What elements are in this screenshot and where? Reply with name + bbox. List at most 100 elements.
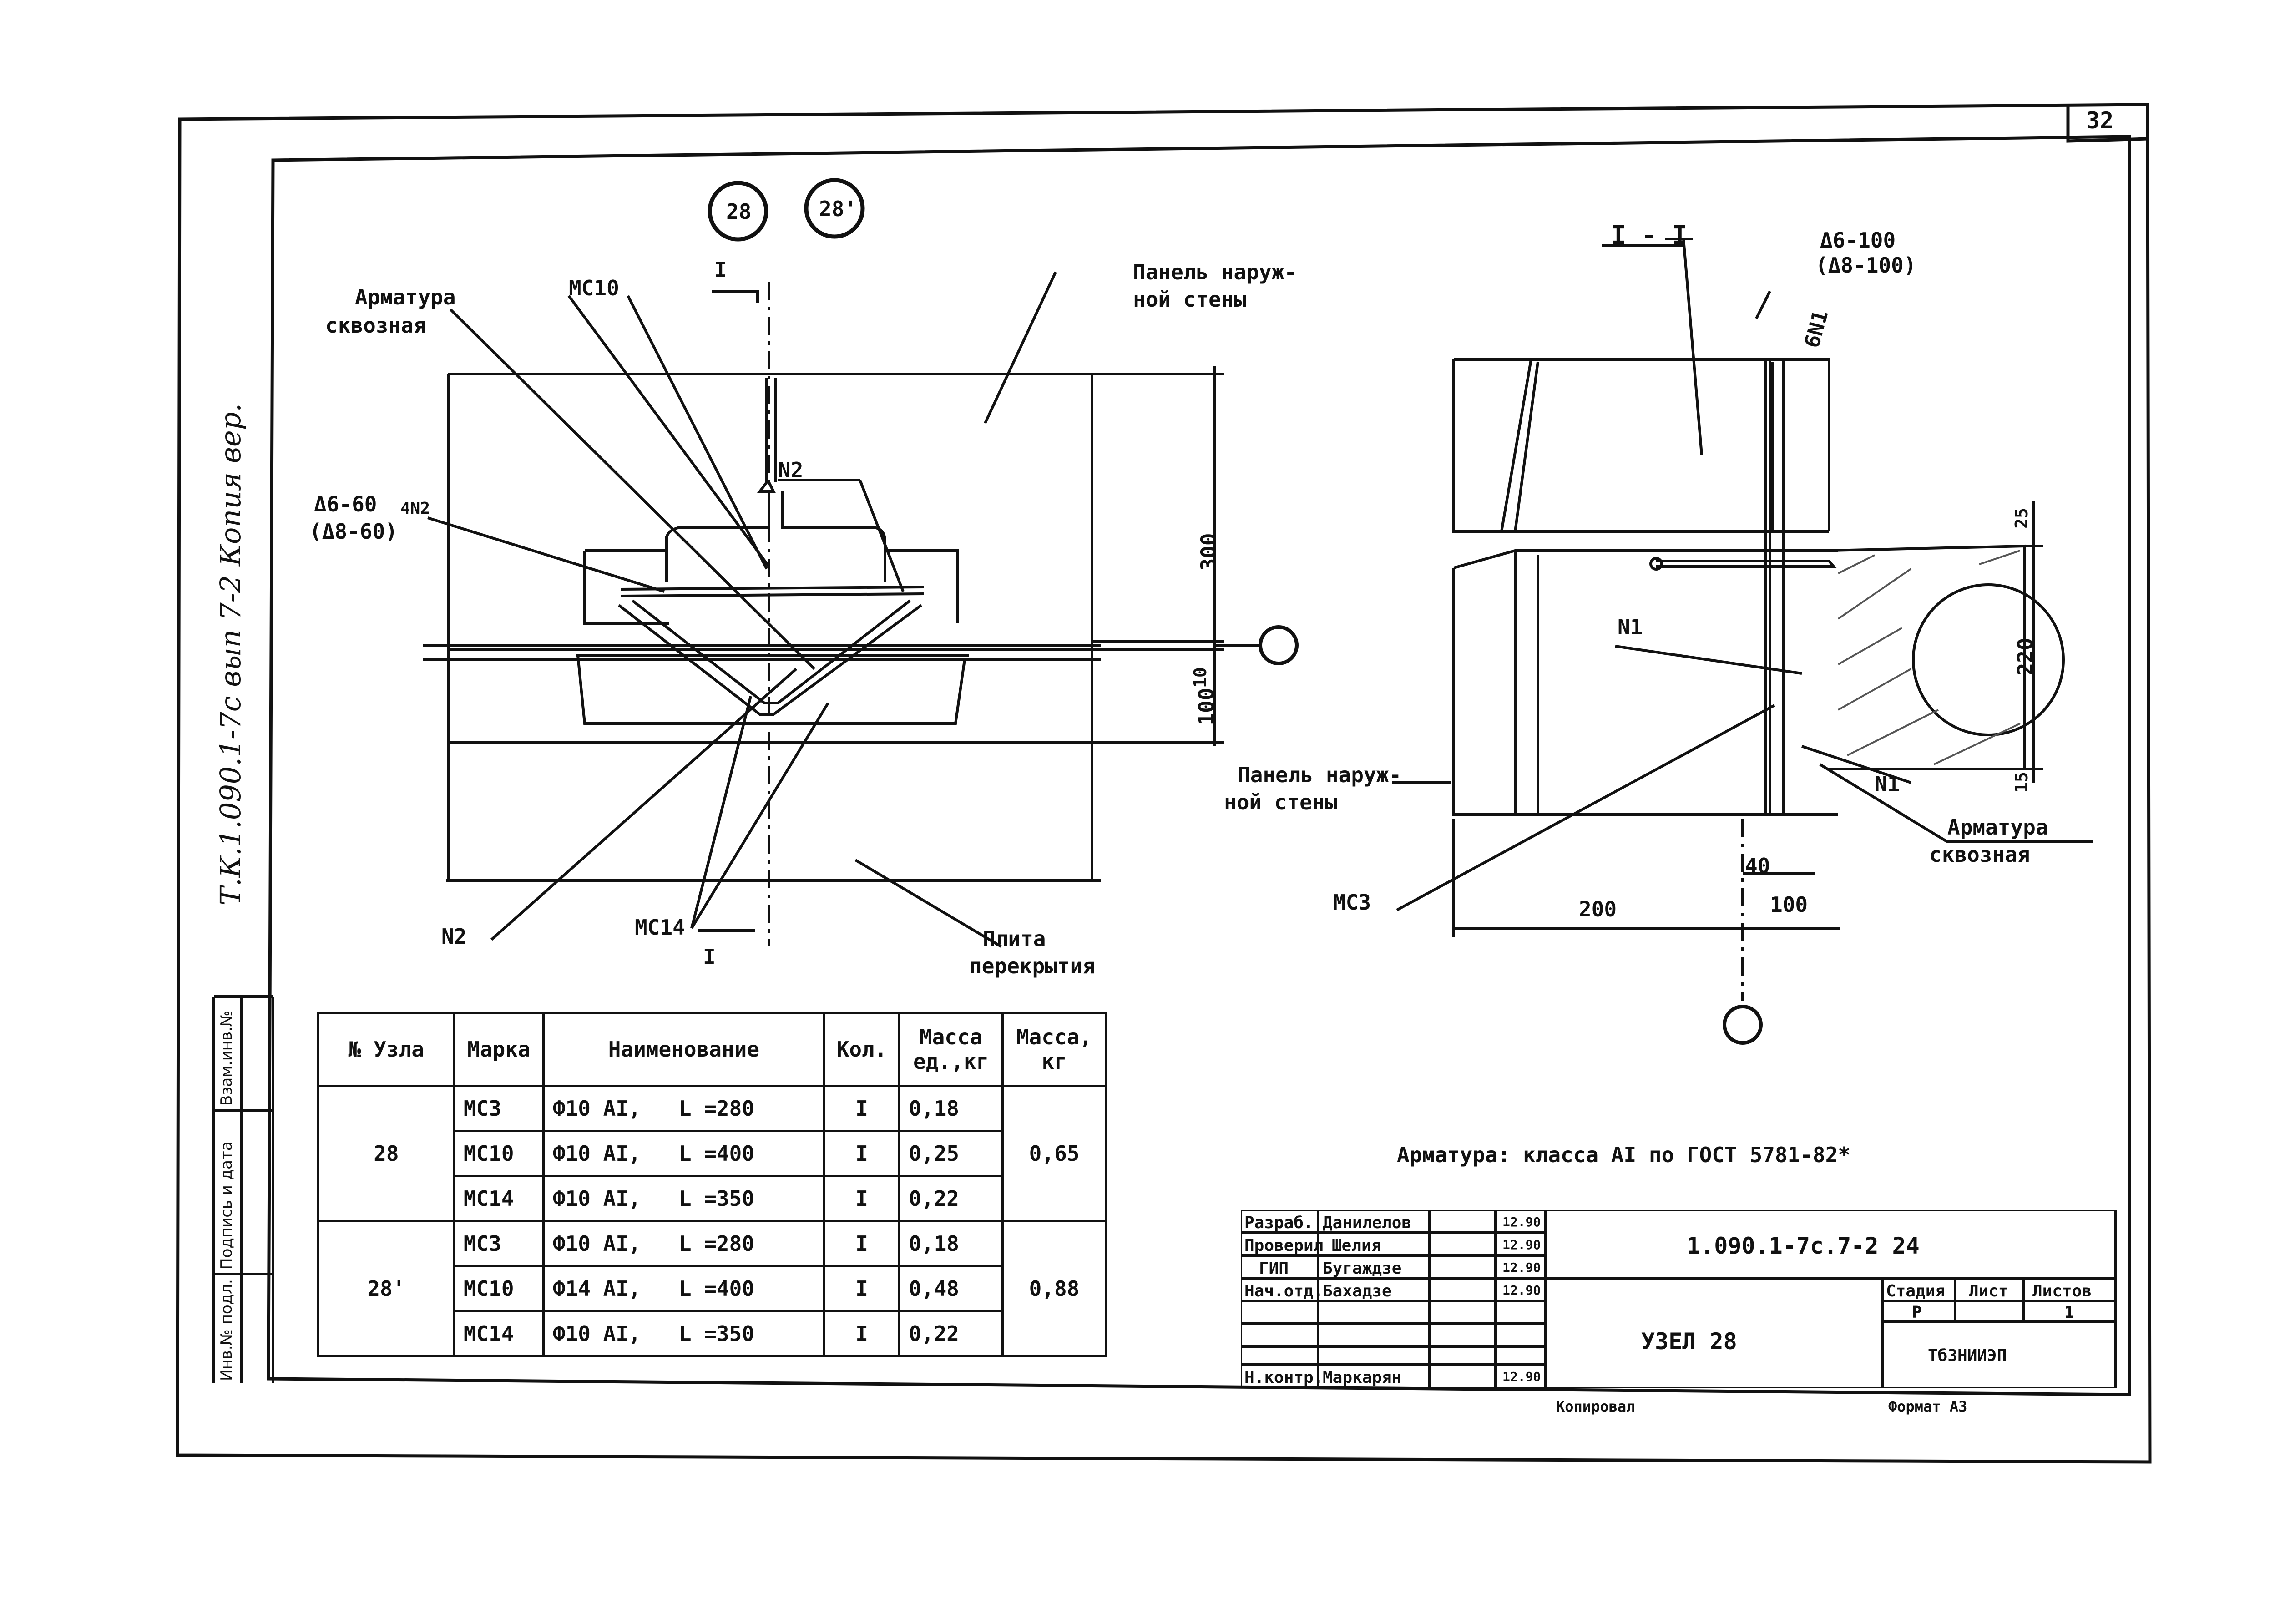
cell-name-diam: Ф10 АI, <box>552 1186 641 1211</box>
cell-name-diam: Ф10 АI, <box>552 1096 641 1121</box>
tb-sheets-header: Листов <box>2032 1282 2092 1300</box>
tb-role-3: Нач.отд. <box>1244 1282 1324 1300</box>
label-plita-1: Плита <box>983 926 1046 951</box>
label-mc10: МС10 <box>569 276 619 300</box>
sheet-number-box <box>2066 105 2148 143</box>
tb-name-3: Бахадзе <box>1323 1282 1392 1300</box>
cell-name-diam: Ф14 АI, <box>552 1276 641 1301</box>
label-skvoznaya-right: сквозная <box>1929 842 2030 867</box>
cell-name-length: L =280 <box>678 1231 754 1256</box>
table-row: МС10 Ф10 АI, L =400 I 0,25 <box>318 1130 1106 1177</box>
inner-frame <box>267 135 2131 1396</box>
tb-name-2: Бугаждзе <box>1323 1259 1402 1278</box>
tb-stage-header: Стадия <box>1886 1282 1946 1300</box>
left-view-geometry <box>423 271 1260 948</box>
cell-qty: I <box>823 1085 901 1132</box>
tb-name-1: Шелия <box>1332 1236 1381 1255</box>
left-marker-circle <box>1259 625 1299 665</box>
cell-mark: МС14 <box>453 1175 545 1222</box>
label-skvoznaya: сквозная <box>325 313 426 338</box>
tb-format: Формат А3 <box>1888 1398 1967 1415</box>
label-rebar-b-right: (Δ8-100) <box>1815 253 1916 278</box>
cell-mark: МС10 <box>453 1130 545 1177</box>
specification-table: № Узла Марка Наименование Кол. Масса ед.… <box>317 1012 1107 1357</box>
dim-300: 300 <box>1196 533 1221 571</box>
label-panel-2: ной стены <box>1133 287 1247 312</box>
cell-mark: МС3 <box>453 1085 545 1132</box>
stamp-replace: Взам.инв.№ <box>217 1010 236 1106</box>
cell-total: 0,88 <box>1001 1220 1107 1357</box>
tb-stage: Р <box>1912 1303 1922 1322</box>
side-stamp-frame <box>212 995 274 1383</box>
table-header-row: № Узла Марка Наименование Кол. Масса ед.… <box>317 1012 1107 1087</box>
label-n1-a: N1 <box>1618 615 1643 639</box>
label-plita-2: перекрытия <box>969 954 1095 978</box>
tb-name-6: Маркарян <box>1323 1368 1402 1387</box>
label-mc3: МС3 <box>1333 890 1371 915</box>
label-n1-b: N1 <box>1875 772 1900 796</box>
cell-name-diam: Ф10 АI, <box>552 1141 641 1166</box>
right-marker-circle <box>1723 1005 1763 1045</box>
node-circle-28prime <box>804 178 865 239</box>
dim-220: 220 <box>2013 637 2038 676</box>
label-panel-right-1: Панель наруж- <box>1238 763 1402 787</box>
cell-qty: I <box>823 1175 901 1222</box>
node-circle-28 <box>708 181 768 242</box>
header-name: Наименование <box>542 1012 825 1087</box>
label-mc14: МС14 <box>635 915 685 940</box>
tb-date-1: 12.90 <box>1502 1237 1541 1252</box>
header-mass-total: Масса, кг <box>1001 1012 1107 1087</box>
table-row: 28' МС3 Ф10 АI, L =280 I 0,18 0,88 <box>317 1220 1107 1357</box>
label-panel-right-2: ной стены <box>1224 790 1338 815</box>
cell-qty: I <box>823 1220 901 1267</box>
cell-name-length: L =350 <box>678 1186 754 1211</box>
dim-200: 200 <box>1579 897 1617 921</box>
cell-mass: 0,22 <box>898 1310 1004 1357</box>
label-n2-bottom: N2 <box>441 924 467 949</box>
stamp-inv: Инв.№ подл. <box>217 1279 236 1381</box>
cell-name-diam: Ф10 АI, <box>552 1321 641 1346</box>
tb-doc-code: 1.090.1-7с.7-2 24 <box>1687 1233 1920 1259</box>
stamp-sign: Подпись и дата <box>217 1141 236 1270</box>
tb-date-3: 12.90 <box>1502 1283 1541 1298</box>
label-section-title: I - I <box>1611 221 1688 250</box>
header-mark: Марка <box>453 1012 545 1087</box>
cell-name: Ф10 АI, L =400 <box>542 1130 825 1177</box>
cell-name-length: L =400 <box>678 1276 754 1301</box>
cell-qty: I <box>823 1310 901 1357</box>
cell-mark: МС10 <box>453 1265 545 1312</box>
cell-name: Ф10 АI, L =350 <box>542 1175 825 1222</box>
dim-100: 100 <box>1194 688 1219 726</box>
dim-25: 25 <box>2011 508 2032 529</box>
reinforcement-note: Арматура: класса АI по ГОСТ 5781-82* <box>1397 1143 1850 1167</box>
label-armatura: Арматура <box>355 285 456 309</box>
cell-name: Ф10 АI, L =280 <box>542 1085 825 1132</box>
dim-100-right: 100 <box>1770 892 1808 917</box>
label-rebar-b: (Δ8-60) <box>309 519 398 544</box>
header-node: № Узла <box>317 1012 455 1087</box>
right-view-geometry <box>1392 238 2093 1001</box>
cell-name: Ф14 АI, L =400 <box>542 1265 825 1312</box>
table-row: МС10 Ф14 АI, L =400 I 0,48 <box>318 1265 1106 1312</box>
cell-name: Ф10 АI, L =350 <box>542 1310 825 1357</box>
table-row: МС14 Ф10 АI, L =350 I 0,22 <box>318 1310 1106 1357</box>
cell-mass: 0,18 <box>898 1085 1004 1132</box>
dim-40: 40 <box>1745 854 1770 878</box>
tb-name-0: Данилелов <box>1323 1214 1412 1232</box>
label-n2-top: N2 <box>778 458 804 482</box>
cell-qty: I <box>823 1130 901 1177</box>
label-section-top: I <box>714 258 727 282</box>
dim-10: 10 <box>1190 667 1210 688</box>
label-rebar-a: Δ6-60 <box>314 492 377 516</box>
dim-15: 15 <box>2011 772 2032 793</box>
cell-total: 0,65 <box>1001 1085 1107 1222</box>
cell-mark: МС3 <box>453 1220 545 1267</box>
title-block: Разраб. Проверил ГИП Нач.отд. Н.контр. Д… <box>1241 1210 2118 1388</box>
tb-date-6: 12.90 <box>1502 1369 1541 1384</box>
cell-node: 28' <box>317 1220 455 1357</box>
outer-frame <box>176 103 2152 1464</box>
tb-role-2: ГИП <box>1259 1259 1289 1278</box>
cell-name-length: L =350 <box>678 1321 754 1346</box>
tb-copied: Копировал <box>1556 1398 1635 1415</box>
label-n2-note: 4N2 <box>400 499 430 518</box>
